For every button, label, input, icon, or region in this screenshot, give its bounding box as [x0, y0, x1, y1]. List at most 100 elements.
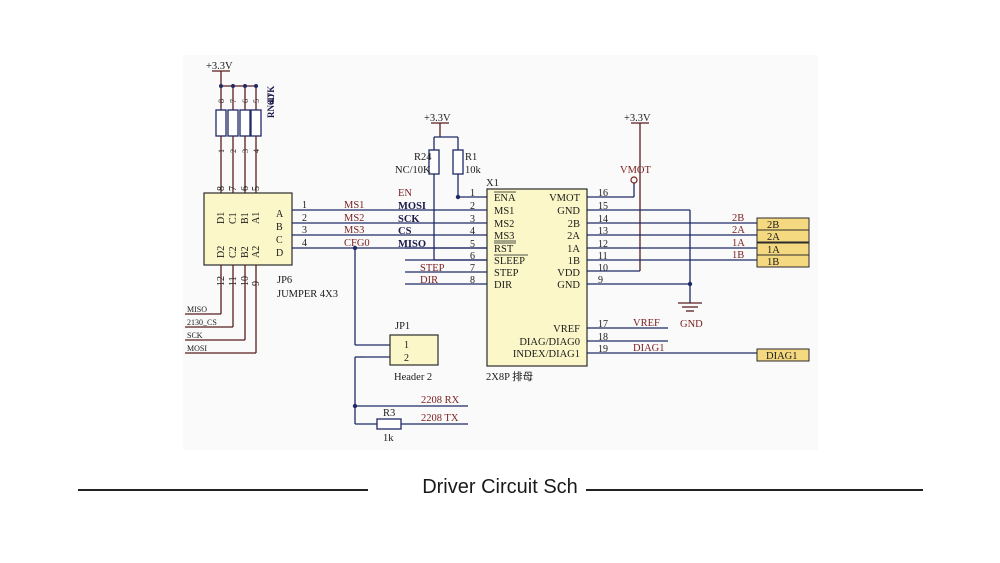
r1-value: 10k — [465, 165, 482, 176]
x1-body — [486, 188, 588, 367]
motor-port-4 — [756, 254, 810, 268]
jp6-net-label-4: CFG0 — [344, 238, 370, 249]
jp6-right-pin-3: 3 — [302, 225, 307, 236]
x1-left-pin-4: 4 — [470, 226, 475, 237]
x1-left-label-8: DIR — [494, 280, 512, 291]
x1-right-label-8: GND — [557, 280, 580, 291]
jp6-name: JUMPER 4X3 — [277, 289, 338, 300]
x1-lower-label-2: DIAG/DIAG0 — [519, 337, 580, 348]
x1-left-label-7: STEP — [494, 268, 519, 279]
jp1-name: Header 2 — [394, 372, 432, 383]
diag1-port — [756, 348, 810, 362]
pullup-resistors: +3.3V R24 NC/10K R1 10k — [395, 113, 487, 261]
rn-junction — [243, 84, 247, 88]
uart-rx: 2208 RX — [421, 395, 460, 406]
motor-port-label-4: 1B — [767, 257, 779, 268]
caption-rule-left — [78, 489, 368, 491]
x1-lower-pin-2: 18 — [598, 332, 608, 343]
x1-right-pin-8: 9 — [598, 275, 603, 286]
jp6-right-pin-2: 2 — [302, 213, 307, 224]
jp6-jumper: 8D1D212MISO7C1C2112130_CS6B1B210SCK5A1A2… — [185, 186, 338, 354]
x1-right-label-7: VDD — [557, 268, 580, 279]
x1-left-label-3: MS2 — [494, 219, 514, 230]
x1-right-label-4: 2A — [567, 231, 580, 242]
x1-right-label-3: 2B — [568, 219, 580, 230]
x1-left-net-8: DIR — [420, 275, 438, 286]
vmot-label: VMOT — [620, 165, 652, 176]
jp6-bottom-label-3: B2 — [240, 246, 251, 258]
motor-net-4: 1B — [732, 250, 744, 261]
x1-left-pin-5: 5 — [470, 239, 475, 250]
jp6-left-net-3: SCK — [187, 331, 203, 340]
jp6-left-net-1: MISO — [187, 305, 207, 314]
x1-left-label-4: MS3 — [494, 231, 514, 242]
x1-right-pin-3: 14 — [598, 214, 608, 225]
jp6-top-pin-2: 7 — [228, 186, 239, 191]
jp6-top-label-2: C1 — [228, 212, 239, 224]
x1-lower-pin-3: 19 — [598, 344, 608, 355]
jp1-pin-1: 1 — [404, 340, 409, 351]
jp6-right-pin-4: 4 — [302, 238, 307, 249]
x1-right-pin-7: 10 — [598, 263, 608, 274]
x1-left-label-5: RST — [494, 244, 514, 255]
x1-right-pin-2: 15 — [598, 201, 608, 212]
x1-right-label-6: 1B — [568, 256, 580, 267]
x1-left-pin-8: 8 — [470, 275, 475, 286]
power-label-left: +3.3V — [206, 61, 233, 72]
x1-right-pin-5: 12 — [598, 239, 608, 250]
motor-port-label-1: 2B — [767, 220, 779, 231]
rn-junction — [254, 84, 258, 88]
x1-left-label-1: ENA — [494, 193, 516, 204]
x1-left-pin-2: 2 — [470, 201, 475, 212]
x1-right-pin-1: 16 — [598, 188, 608, 199]
jp6-bottom-label-1: D2 — [216, 246, 227, 258]
rn-resistor-4 — [250, 109, 262, 137]
jp6-top-label-4: A1 — [251, 212, 262, 224]
jp6-top-label-3: B1 — [240, 212, 251, 224]
power-label-mid: +3.3V — [424, 113, 451, 124]
x1-lower-pin-1: 17 — [598, 319, 608, 330]
motor-port-2 — [756, 229, 810, 243]
jp6-row-letter-3: C — [276, 235, 283, 246]
caption-rule-right — [568, 489, 923, 491]
x1-right-pin-6: 11 — [598, 251, 608, 262]
jp1-pin-2: 2 — [404, 353, 409, 364]
r1-body — [452, 149, 464, 175]
jp6-bottom-label-2: C2 — [228, 246, 239, 258]
jp6-top-pin-3: 6 — [240, 186, 251, 191]
r3-ref: R3 — [383, 408, 395, 419]
rn-resistor-3 — [239, 109, 251, 137]
r3-value: 1k — [383, 433, 394, 444]
jp6-net-label-3: MS3 — [344, 225, 364, 236]
jp6-row-letter-1: A — [276, 209, 284, 220]
x1-lower-net-1: VREF — [633, 318, 660, 329]
motor-port-label-2: 2A — [767, 232, 780, 243]
motor-net-1: 2B — [732, 213, 744, 224]
motor-port-1 — [756, 217, 810, 231]
rn-value: 4.7K — [266, 86, 276, 104]
rn-resistor-1 — [215, 109, 227, 137]
jp6-body — [203, 192, 293, 266]
x1-lower-label-3: INDEX/DIAG1 — [513, 349, 580, 360]
power-label-right: +3.3V — [624, 113, 651, 124]
rn-ref: RN6D — [266, 94, 276, 118]
x1-left-pin-1: 1 — [470, 188, 475, 199]
r3-body — [376, 418, 402, 430]
rn-junction — [219, 84, 223, 88]
jp6-row-letter-2: B — [276, 222, 283, 233]
x1-right-label-2: GND — [557, 206, 580, 217]
gnd-label: GND — [680, 319, 703, 330]
jp1-body — [389, 334, 439, 366]
motor-net-3: 1A — [732, 238, 745, 249]
x1-lower-net-3: DIAG1 — [633, 343, 665, 354]
jp6-top-pin-1: 8 — [216, 186, 227, 191]
jp6-top-label-1: D1 — [216, 212, 227, 224]
x1-left-net-2: MOSI — [398, 201, 426, 212]
motor-port-label-3: 1A — [767, 245, 780, 256]
caption-text: Driver Circuit Sch — [414, 476, 586, 498]
